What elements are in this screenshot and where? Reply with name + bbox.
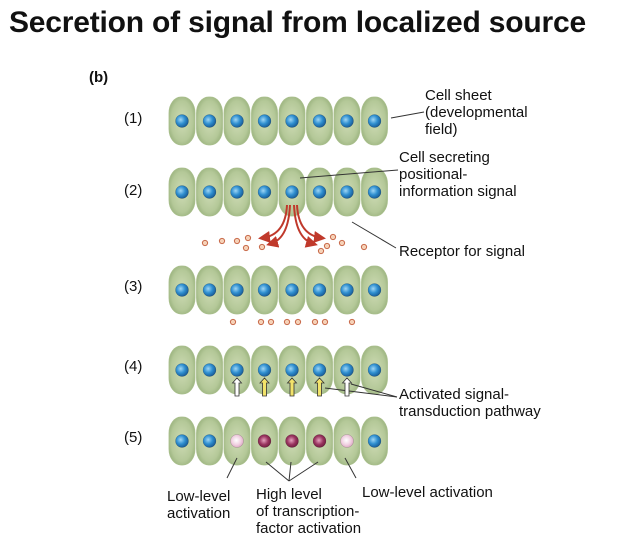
nucleus [285, 434, 299, 448]
signal-molecule [317, 247, 325, 255]
nucleus [312, 185, 327, 199]
nucleus [367, 114, 382, 128]
row-label-4: (4) [124, 358, 143, 375]
nucleus [367, 363, 382, 377]
nucleus [285, 185, 299, 199]
signal-molecule [258, 243, 266, 251]
nucleus [340, 283, 354, 297]
label-high-level: High level of transcription- factor acti… [256, 486, 362, 537]
nucleus [202, 283, 217, 297]
leader-pathway-1 [324, 387, 398, 398]
nucleus [202, 434, 217, 448]
leader-low-left [226, 457, 238, 479]
nucleus [202, 363, 217, 377]
signal-arrow [258, 204, 288, 243]
pathway-arrow [314, 377, 325, 397]
nucleus [367, 283, 382, 297]
signal-molecule [229, 318, 237, 326]
signal-molecule [329, 233, 337, 241]
leader-pathway-2 [350, 383, 398, 398]
nucleus [340, 185, 354, 199]
signal-molecule [360, 243, 368, 251]
nucleus [312, 114, 327, 128]
nucleus [175, 114, 189, 128]
label-low-level-left: Low-level activation [167, 488, 231, 522]
signal-arrow [293, 204, 318, 248]
label-activated-pathway: Activated signal- transduction pathway [399, 386, 541, 420]
signal-arrow [266, 204, 291, 248]
signal-molecule [323, 242, 331, 250]
nucleus [312, 434, 327, 448]
leader-high-3 [288, 461, 319, 482]
row-label-2: (2) [124, 182, 143, 199]
leader-high-1 [265, 461, 290, 482]
signal-molecule [338, 239, 346, 247]
pathway-arrow [231, 377, 243, 397]
nucleus [257, 185, 272, 199]
signal-molecule [257, 318, 265, 326]
nucleus [175, 185, 189, 199]
signal-molecule [311, 318, 319, 326]
row-label-5: (5) [124, 429, 143, 446]
cell-row-1 [168, 96, 388, 146]
nucleus [312, 363, 327, 377]
panel-label: (b) [89, 69, 109, 86]
leader-high-2 [288, 461, 292, 482]
signal-molecule [244, 234, 252, 242]
pathway-arrow [259, 377, 270, 397]
leader-cell-sheet [390, 111, 425, 119]
pathway-arrow [341, 377, 353, 397]
nucleus [285, 114, 299, 128]
label-secreting-cell: Cell secreting positional- information s… [399, 149, 517, 200]
nucleus [230, 434, 244, 448]
row-label-3: (3) [124, 278, 143, 295]
signal-molecule [218, 237, 226, 245]
signal-molecule [233, 237, 241, 245]
nucleus [202, 114, 217, 128]
nucleus [340, 434, 354, 448]
leader-secreting-cell [299, 169, 399, 179]
signal-molecule [294, 318, 302, 326]
pathway-arrow [286, 377, 298, 397]
nucleus [175, 363, 189, 377]
nucleus [312, 283, 327, 297]
nucleus [367, 434, 382, 448]
label-low-level-right: Low-level activation [362, 484, 493, 501]
label-cell-sheet: Cell sheet (developmental field) [425, 87, 528, 138]
leader-receptor [351, 221, 397, 249]
nucleus [175, 283, 189, 297]
nucleus [230, 363, 244, 377]
cell-row-3 [168, 265, 388, 315]
signal-molecule [242, 244, 250, 252]
cell-row-5 [168, 416, 388, 466]
row-label-1: (1) [124, 110, 143, 127]
nucleus [257, 283, 272, 297]
nucleus [367, 185, 382, 199]
signal-molecule [201, 239, 209, 247]
nucleus [230, 114, 244, 128]
nucleus [230, 185, 244, 199]
signal-molecule [321, 318, 329, 326]
nucleus [340, 114, 354, 128]
nucleus [230, 283, 244, 297]
nucleus [340, 363, 354, 377]
page-title: Secretion of signal from localized sourc… [9, 6, 586, 39]
cell-row-2 [168, 167, 388, 217]
signal-molecule [283, 318, 291, 326]
nucleus [202, 185, 217, 199]
label-receptor: Receptor for signal [399, 243, 525, 260]
signal-arrow [296, 204, 326, 243]
leader-low-right [344, 457, 357, 479]
nucleus [285, 283, 299, 297]
nucleus [257, 114, 272, 128]
nucleus [257, 434, 272, 448]
cell-row-4 [168, 345, 388, 395]
nucleus [285, 363, 299, 377]
signal-molecule [267, 318, 275, 326]
nucleus [175, 434, 189, 448]
nucleus [257, 363, 272, 377]
signal-molecule [348, 318, 356, 326]
